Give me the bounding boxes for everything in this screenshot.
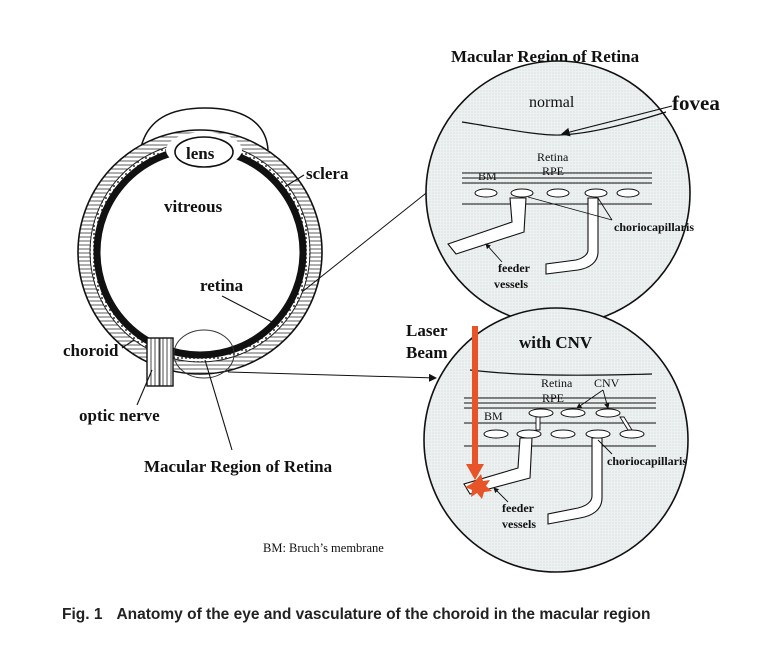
lens-label: lens — [186, 144, 215, 163]
laser-label-line2: Beam — [406, 343, 448, 362]
feeder-label-normal: feeder — [498, 261, 531, 275]
sclera-label: sclera — [306, 164, 349, 183]
optic-nerve-label: optic nerve — [79, 406, 160, 425]
choriocapillaris-label-normal: choriocapillaris — [614, 220, 694, 234]
choriocapillaris-leader-cnv — [597, 439, 613, 455]
vitreous-label: vitreous — [164, 197, 223, 216]
bm-label-cnv: BM — [484, 409, 503, 423]
cnv-inset — [423, 307, 689, 573]
laser-label-line1: Laser — [406, 321, 448, 340]
bm-abbreviation-note: BM: Bruch’s membrane — [263, 541, 384, 555]
vessels-label-normal: vessels — [494, 277, 528, 291]
retina-label-cnv: Retina — [541, 376, 573, 390]
vessels-label-cnv: vessels — [502, 517, 536, 531]
bm-label-normal: BM — [478, 169, 497, 183]
laser-beam — [465, 326, 492, 499]
retina-label-normal: Retina — [537, 150, 569, 164]
with-cnv-label: with CNV — [519, 333, 593, 352]
retina-layer — [93, 145, 307, 359]
choriocapillaris-label-cnv: choriocapillaris — [607, 454, 687, 468]
macular-region-title: Macular Region of Retina — [451, 47, 640, 66]
normal-label: normal — [529, 94, 575, 111]
figure-caption: Fig. 1 Anatomy of the eye and vasculature… — [62, 604, 734, 625]
rpe-label-normal: RPE — [542, 164, 564, 178]
macular-region-label: Macular Region of Retina — [144, 457, 333, 476]
rpe-label-cnv: RPE — [542, 391, 564, 405]
connector-to-cnv-inset — [227, 371, 437, 382]
feeder-label-cnv: feeder — [502, 501, 535, 515]
fovea-arrow — [560, 105, 673, 137]
cnv-label: CNV — [594, 376, 620, 390]
connector-to-normal-inset — [301, 189, 431, 293]
fovea-label: fovea — [672, 91, 720, 115]
eyeball — [77, 107, 323, 387]
macular-region-marker — [173, 329, 235, 379]
eye-leader-lines — [121, 174, 305, 451]
figure-caption-text: Anatomy of the eye and vasculature of th… — [116, 606, 651, 623]
laser-burn-spot — [465, 474, 492, 499]
choroid-label: choroid — [63, 341, 119, 360]
feeder-leader-cnv — [493, 487, 509, 503]
retina-label: retina — [200, 276, 244, 295]
lens — [174, 136, 234, 168]
feeder-leader-normal — [485, 243, 503, 263]
eye-anatomy-diagram: lens sclera vitreous retina choroid opti… — [63, 47, 720, 573]
cnv-leader-lines — [576, 389, 610, 409]
choriocapillaris-leader-normal-2 — [597, 197, 613, 221]
figure-number: Fig. 1 — [62, 606, 103, 623]
optic-nerve — [146, 337, 174, 387]
choriocapillaris-leader-normal — [527, 196, 613, 221]
